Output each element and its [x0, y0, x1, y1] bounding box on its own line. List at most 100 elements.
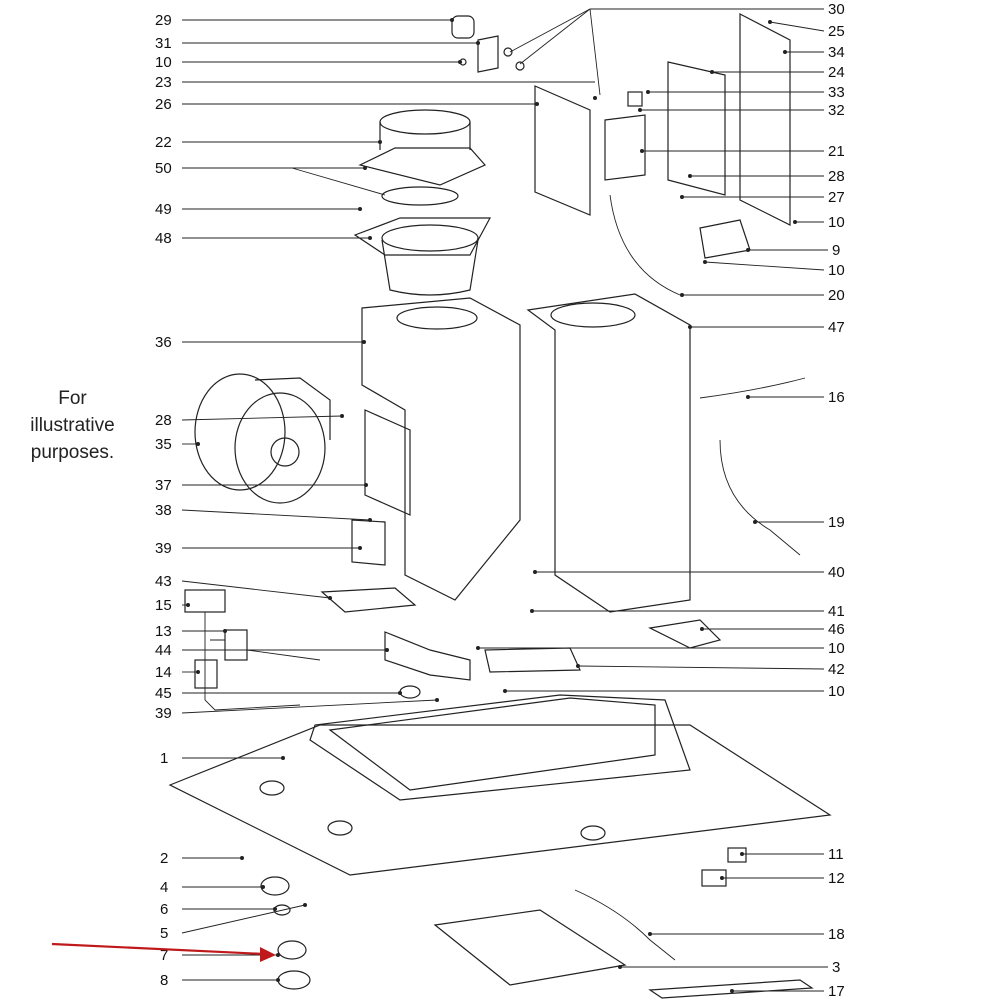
capacitor-part — [451, 15, 475, 39]
grease-filter-grid — [328, 697, 656, 791]
callout-label: 17 — [828, 983, 845, 1000]
arrow-head-icon — [260, 947, 276, 962]
callout-15: 15 — [155, 597, 190, 614]
callout-47: 47 — [688, 319, 845, 336]
cable-part — [609, 194, 681, 296]
part-drawings — [168, 13, 832, 999]
callout-label: 26 — [155, 96, 172, 113]
callout-label: 10 — [828, 262, 845, 279]
mounting-plate-part — [364, 409, 411, 516]
callout-39-lower: 39 — [155, 698, 439, 722]
callout-10-right-a: 10 — [793, 214, 845, 231]
callout-30: 30 — [509, 1, 845, 96]
callout-label: 10 — [828, 640, 845, 657]
callout-2: 2 — [160, 850, 244, 867]
callout-label: 4 — [160, 879, 168, 896]
control-panel-part — [534, 85, 591, 216]
callout-label: 18 — [828, 926, 845, 943]
capacitor-small-part — [224, 629, 248, 661]
chimney-opening — [550, 302, 636, 328]
callout-8: 8 — [160, 972, 280, 989]
highlight-arrow-line — [51, 942, 265, 956]
blower-housing-part — [254, 377, 331, 440]
left-callouts: 29 31 10 23 26 22 50 49 — [155, 12, 597, 989]
callout-10-right-c: 10 — [476, 640, 845, 657]
callout-14: 14 — [155, 664, 200, 681]
top-collar-part — [379, 109, 471, 135]
callout-label: 30 — [828, 1, 845, 18]
note-line: purposes. — [30, 442, 115, 463]
hood-body-part — [168, 724, 832, 876]
lower-collar-part — [381, 224, 479, 252]
callout-label: 33 — [828, 84, 845, 101]
lower-flange-part — [353, 217, 492, 256]
rail-part — [320, 587, 417, 613]
callout-13: 13 — [155, 623, 227, 640]
callout-label: 28 — [155, 412, 172, 429]
callout-label: 36 — [155, 334, 172, 351]
callout-25: 25 — [768, 20, 845, 40]
junction-box-part — [384, 631, 471, 681]
filter-panel-part — [433, 909, 627, 986]
callout-1: 1 — [160, 750, 285, 767]
gasket-part — [381, 186, 459, 206]
callout-38: 38 — [155, 502, 372, 522]
right-chimney-part — [526, 293, 691, 613]
harness-part — [574, 889, 676, 961]
callout-label: 7 — [160, 947, 168, 964]
callout-45: 45 — [155, 685, 402, 702]
callout-36: 36 — [155, 334, 366, 351]
callout-11: 11 — [740, 846, 844, 863]
switch-part — [194, 659, 218, 689]
callout-10-right-d: 10 — [503, 683, 845, 700]
callout-label: 23 — [155, 74, 172, 91]
blower-hub-part — [270, 437, 300, 467]
callout-37: 37 — [155, 477, 368, 494]
switch-knob-part — [727, 847, 747, 863]
control-strip-part — [648, 979, 814, 999]
right-callouts: 30 25 34 24 33 32 21 28 — [476, 1, 845, 1000]
light-lens-part — [277, 940, 307, 960]
callout-label: 20 — [828, 287, 845, 304]
grommet-part — [399, 685, 421, 699]
callout-43: 43 — [155, 573, 332, 600]
blower-housing-part — [234, 392, 326, 504]
callout-label: 44 — [155, 642, 172, 659]
callout-6: 6 — [160, 901, 277, 918]
callout-label: 24 — [828, 64, 845, 81]
callout-label: 47 — [828, 319, 845, 336]
callout-20: 20 — [680, 287, 845, 304]
callout-27: 27 — [680, 189, 845, 206]
callout-label: 2 — [160, 850, 168, 867]
callout-label: 19 — [828, 514, 845, 531]
blower-housing-part — [194, 373, 286, 491]
callout-label: 21 — [828, 143, 845, 160]
callout-label: 10 — [828, 214, 845, 231]
light-fixture-part — [260, 876, 290, 896]
callout-label: 5 — [160, 925, 168, 942]
callout-39: 39 — [155, 540, 362, 557]
cable-part — [719, 439, 801, 556]
callout-17: 17 — [730, 983, 845, 1000]
callout-16: 16 — [746, 389, 845, 406]
top-collar-part — [379, 122, 471, 150]
callout-label: 39 — [155, 540, 172, 557]
callout-label: 35 — [155, 436, 172, 453]
control-board-part — [604, 114, 646, 181]
callout-label: 38 — [155, 502, 172, 519]
callout-10-right-b: 10 — [703, 260, 845, 279]
callout-4: 4 — [160, 879, 265, 896]
screw-part — [503, 47, 513, 57]
lens-ring-part — [277, 970, 311, 990]
hood-hole — [259, 780, 285, 796]
callout-18: 18 — [648, 926, 845, 943]
callout-label: 14 — [155, 664, 172, 681]
callout-40: 40 — [533, 564, 845, 581]
callout-41: 41 — [530, 603, 845, 620]
highlight-arrow — [51, 942, 276, 962]
screw-part — [515, 61, 525, 71]
top-flange-part — [358, 147, 486, 186]
callout-26: 26 — [155, 96, 539, 113]
left-chimney-part — [361, 297, 521, 601]
